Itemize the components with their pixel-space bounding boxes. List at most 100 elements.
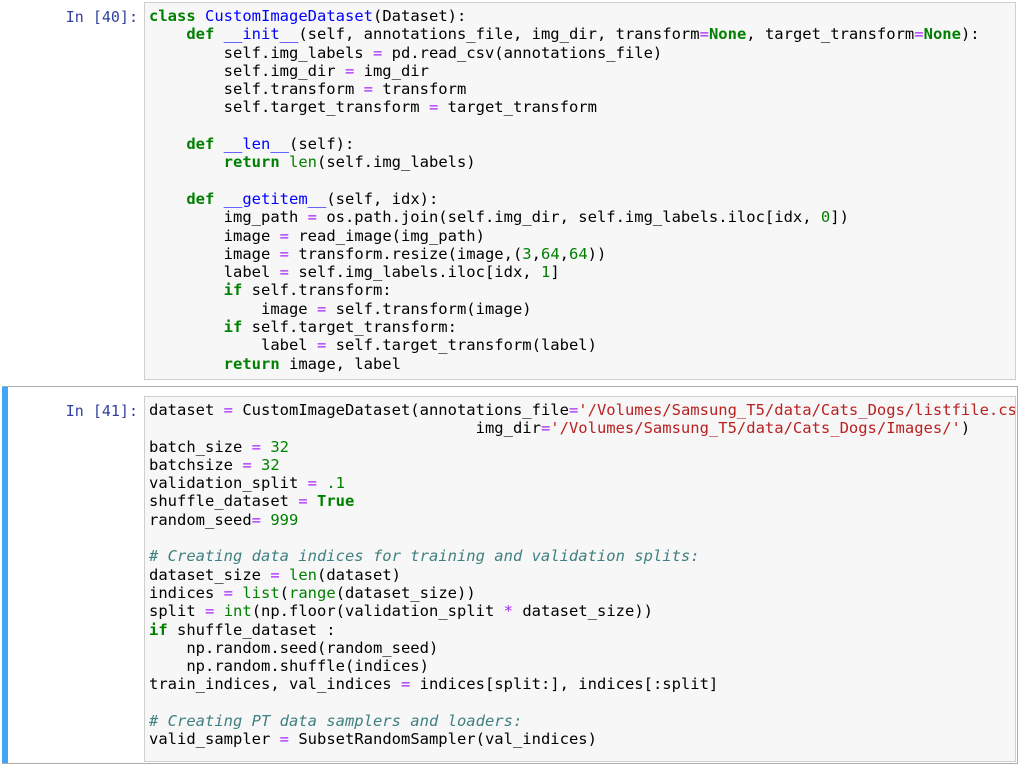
code-token: 64 [540, 244, 560, 263]
code-token [252, 456, 261, 474]
code-token: image, label [279, 354, 401, 373]
code-token [214, 25, 223, 43]
cell-input-area[interactable]: class CustomImageDataset(Dataset): def _… [144, 2, 1016, 380]
code-token: return [223, 354, 280, 373]
code-token: train_indices, val_indices [149, 675, 401, 694]
code-token: (self.img_labels) [317, 153, 476, 172]
code-token [214, 602, 223, 620]
cell-selection-outline [2, 386, 1018, 764]
code-token: = [223, 401, 233, 419]
code-token: (self, annotations_file, img_dir, transf… [298, 25, 700, 44]
code-token: random_seed [149, 510, 252, 529]
code-token: * [503, 602, 513, 621]
code-token: self.img_labels [149, 43, 373, 62]
code-cell-40[interactable]: In [40]: class CustomImageDataset(Datase… [0, 0, 1024, 382]
code-line: image = read_image(img_path) [149, 227, 980, 245]
code-line: class CustomImageDataset(Dataset): [149, 7, 980, 25]
code-cell-41[interactable]: In [41]: dataset = CustomImageDataset(an… [0, 386, 1024, 764]
code-token: None [923, 25, 961, 44]
code-line: train_indices, val_indices = indices[spl… [149, 675, 1015, 694]
code-token: if [149, 620, 168, 639]
code-token: pd.read_csv(annotations_file) [382, 43, 663, 62]
code-editor[interactable]: class CustomImageDataset(Dataset): def _… [149, 7, 980, 373]
code-token: indices [149, 583, 224, 602]
code-token: list [242, 583, 280, 602]
code-line: if shuffle_dataset : [149, 620, 1015, 639]
code-token [149, 355, 224, 373]
code-token: return [223, 153, 280, 172]
code-token: (dataset_size)) [335, 583, 476, 602]
code-token: = [279, 263, 289, 282]
code-token: (self, idx): [326, 189, 439, 208]
code-token: = [242, 455, 252, 474]
code-token: self.img_labels.iloc[idx, [289, 263, 541, 282]
code-token: self.transform(image) [326, 299, 532, 318]
code-token [149, 135, 186, 153]
code-token: self.target_transform [149, 98, 429, 117]
code-token: 64 [569, 244, 588, 263]
cell-prompt: In [40]: [65, 8, 138, 26]
cell-input-area[interactable]: dataset = CustomImageDataset(annotations… [144, 396, 1016, 762]
code-line: return image, label [149, 355, 980, 373]
code-token: read_image(img_path) [289, 226, 485, 245]
code-line: self.target_transform = target_transform [149, 98, 980, 116]
code-token: self.target_transform: [242, 318, 457, 337]
code-token: '/Volumes/Samsung_T5/data/Cats_Dogs/Imag… [550, 419, 961, 438]
code-token: 0 [820, 208, 831, 227]
code-token: range [289, 583, 336, 602]
code-line: batch_size = 32 [149, 437, 1015, 456]
code-line [149, 117, 980, 135]
code-token: if [223, 318, 243, 337]
code-line: valid_sampler = SubsetRandomSampler(val_… [149, 730, 1015, 749]
code-token: = [251, 437, 261, 456]
code-token [261, 511, 270, 529]
code-token [149, 25, 186, 43]
code-token: self.transform: [242, 281, 392, 300]
code-line [149, 694, 1015, 712]
code-token: shuffle_dataset : [167, 620, 336, 639]
code-token [317, 474, 326, 492]
code-token: = [344, 61, 355, 80]
code-token: = [279, 226, 289, 245]
code-token: (self): [289, 135, 355, 154]
code-editor[interactable]: dataset = CustomImageDataset(annotations… [149, 401, 1015, 749]
code-token: # Creating data indices for training and… [149, 547, 700, 566]
code-token: True [317, 492, 355, 511]
code-token: ) [960, 419, 971, 438]
code-line: validation_split = .1 [149, 474, 1015, 492]
code-token: = [298, 492, 308, 511]
code-token: transform.resize(image,( [289, 244, 523, 263]
code-token: , [531, 244, 541, 263]
code-token [308, 492, 317, 510]
code-token: = [540, 419, 551, 438]
code-token: (dataset) [317, 565, 402, 584]
code-line: dataset_size = len(dataset) [149, 565, 1015, 584]
code-line: dataset = CustomImageDataset(annotations… [149, 401, 1015, 419]
code-token: def [186, 189, 215, 208]
code-token: __len__ [223, 135, 289, 154]
code-line: # Creating data indices for training and… [149, 547, 1015, 566]
code-token: # Creating PT data samplers and loaders: [149, 712, 523, 731]
code-token: CustomImageDataset(annotations_file [233, 401, 569, 419]
code-line: image = self.transform(image) [149, 300, 980, 318]
code-token: os.path.join(self.img_dir, self.img_labe… [316, 208, 821, 227]
code-token: = [428, 98, 439, 117]
code-line [149, 172, 980, 190]
code-line: return len(self.img_labels) [149, 153, 980, 171]
code-token: = [279, 244, 289, 263]
code-token: shuffle_dataset [149, 492, 299, 511]
code-line: def __getitem__(self, idx): [149, 190, 980, 208]
code-token: = [307, 208, 317, 227]
code-token: = [372, 43, 383, 62]
code-token: self.transform [149, 80, 364, 99]
code-token: np.random.seed(random_seed) [149, 638, 439, 657]
code-line: def __init__(self, annotations_file, img… [149, 25, 979, 44]
cell-prompt: In [41]: [65, 402, 138, 420]
code-token: len [289, 565, 318, 584]
code-token: transform [372, 80, 467, 99]
code-token [149, 281, 224, 299]
code-token: = [568, 401, 579, 419]
code-token: ( [279, 583, 290, 602]
code-token: valid_sampler [149, 730, 280, 749]
code-token: = [363, 80, 373, 99]
